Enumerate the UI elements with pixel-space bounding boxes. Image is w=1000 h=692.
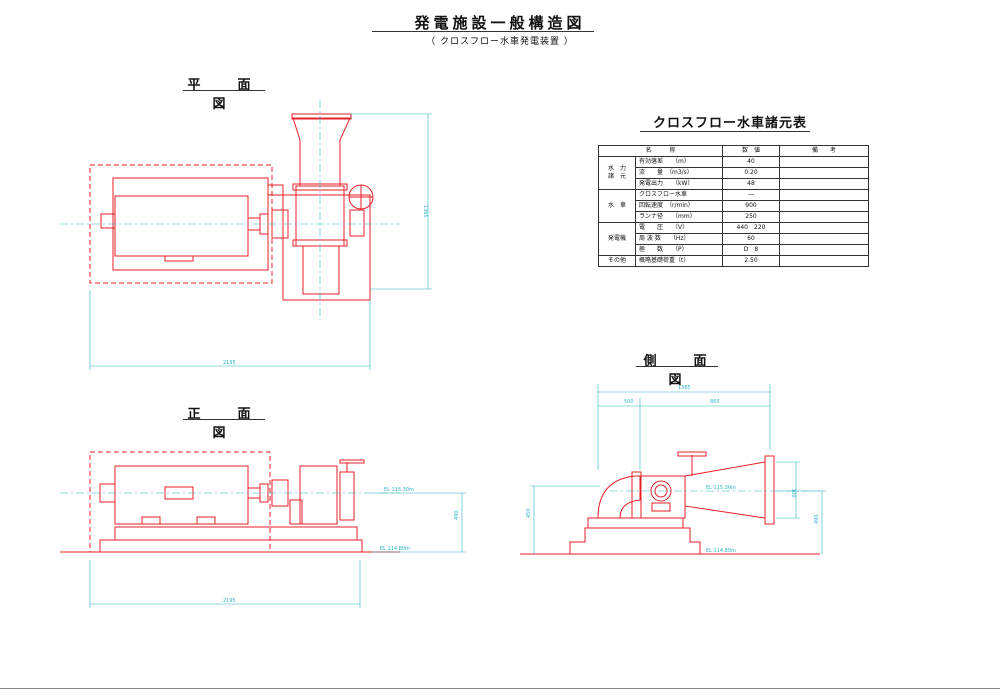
front-foundation-outline	[89, 451, 271, 553]
spec-note	[779, 255, 869, 267]
front-width-label: 2195	[223, 598, 236, 604]
side-total-label: 1365	[678, 385, 691, 391]
plan-draft-tube	[302, 245, 340, 295]
side-foundation	[569, 527, 701, 554]
front-turbine-casing	[299, 465, 338, 525]
plan-view-drawing	[89, 113, 374, 301]
plan-generator	[114, 195, 249, 257]
front-level-lower: EL 114.80m	[380, 546, 410, 552]
side-view-title: 側 面 図	[643, 354, 744, 388]
plan-view-title: 平 面 図	[187, 78, 288, 112]
spec-group-water: 水 力 諸 元	[598, 156, 636, 190]
front-base-slab	[99, 539, 363, 553]
side-left-height-label: 450	[526, 508, 532, 518]
spec-value: 2.50	[722, 255, 780, 267]
front-level-upper: EL 115.30m	[384, 487, 414, 493]
front-view-drawing	[60, 451, 400, 553]
side-right-label: 865	[710, 399, 720, 405]
spec-table: 名 称 数 値 備 考 水 力 諸 元 有効落差 （m） 40 流 量 （m3/…	[598, 145, 869, 267]
plan-foundation-outline	[89, 164, 273, 284]
front-base-frame	[114, 526, 358, 541]
spec-table-title: クロスフロー水車諸元表	[652, 116, 807, 131]
side-base-frame	[587, 517, 684, 529]
side-view-underline	[636, 366, 718, 367]
plan-inlet-flange	[291, 113, 352, 120]
front-height-label: 490	[454, 510, 460, 520]
side-draft-bend	[597, 475, 641, 519]
side-view-dimensions	[530, 384, 826, 554]
front-guide-vane	[339, 471, 355, 521]
plan-inlet-cone	[292, 117, 351, 187]
side-inlet-flange	[764, 455, 775, 525]
front-handwheel	[339, 459, 365, 464]
front-view-title: 正 面 図	[187, 407, 288, 441]
drawing-title: 発電施設一般構造図	[414, 14, 586, 32]
side-view-drawing	[520, 451, 820, 555]
side-level-upper: EL 115.30m	[706, 485, 736, 491]
title-underline	[372, 31, 594, 32]
side-level-lower: EL 114.80m	[706, 548, 736, 554]
side-left-label: 500	[624, 399, 634, 405]
spec-table-underline	[640, 131, 810, 132]
plan-view-dimensions	[60, 100, 432, 370]
sheet-border-bottom	[0, 688, 1000, 689]
plan-width-label: 2195	[223, 360, 236, 366]
plan-view-underline	[183, 90, 265, 91]
drawing-subtitle: （ クロスフロー水車発電装置 ）	[426, 37, 574, 47]
side-handwheel	[677, 451, 707, 457]
front-view-underline	[183, 419, 265, 420]
front-generator	[114, 465, 249, 525]
plan-guide-vane-box	[349, 209, 365, 237]
front-view-dimensions	[60, 492, 466, 608]
plan-height-label: 1365	[422, 205, 428, 218]
side-right-height-b-label: 490	[814, 514, 820, 524]
spec-item: 概略基礎荷重（t）	[635, 255, 723, 267]
plan-turbine-base	[268, 184, 371, 301]
plan-generator-foot	[164, 255, 194, 262]
side-right-height-a-label: 300	[790, 488, 796, 498]
plan-generator-terminal	[100, 213, 116, 229]
